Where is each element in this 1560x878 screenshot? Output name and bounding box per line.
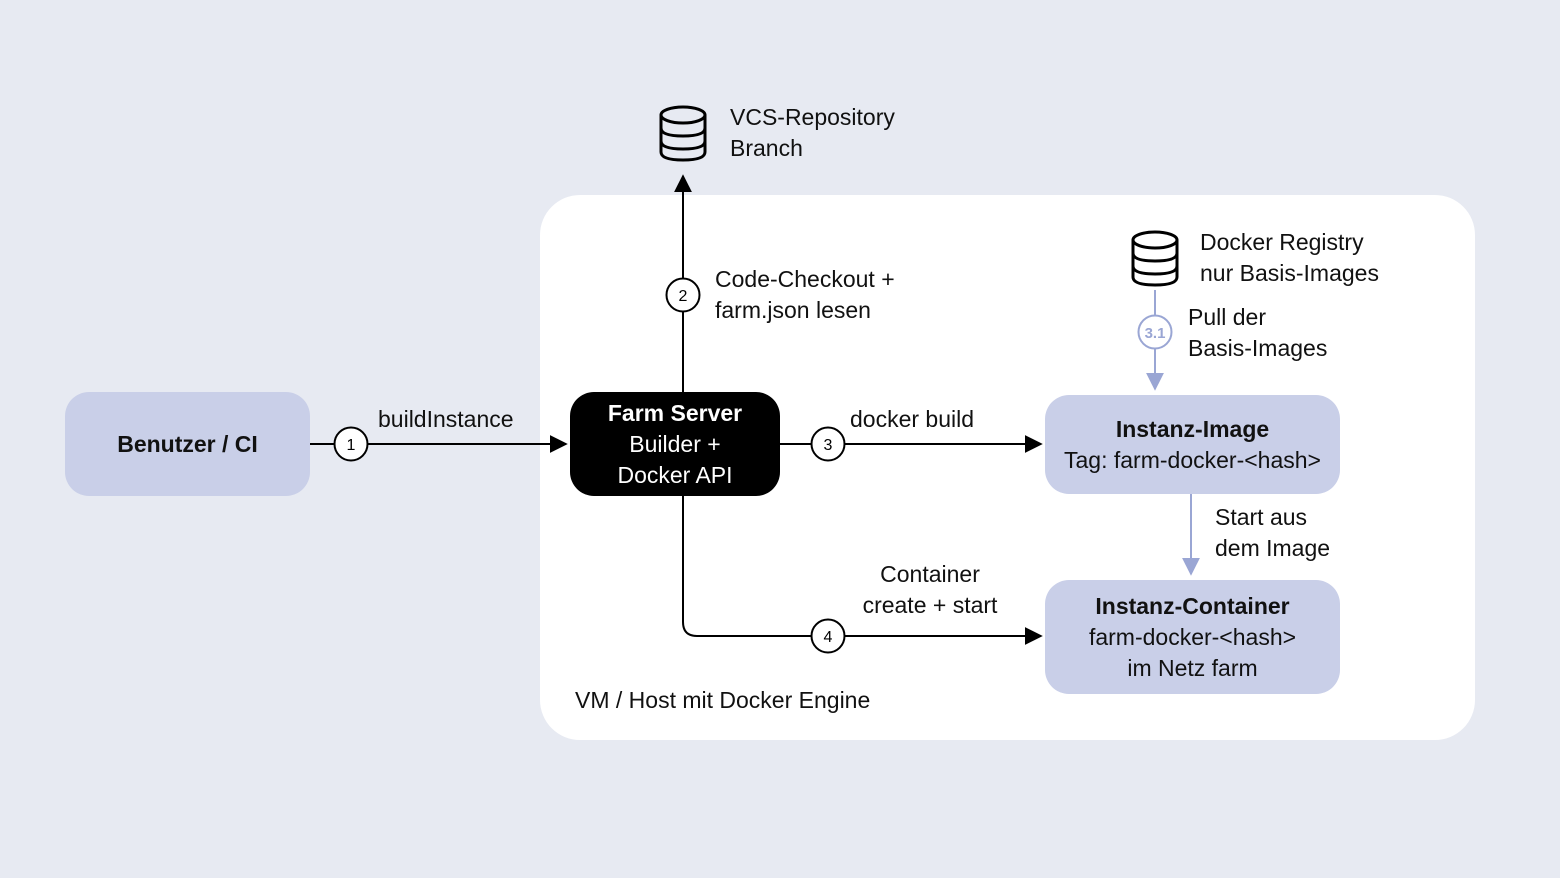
step-badge-1-label: 1 — [347, 437, 356, 454]
edge-3-label: docker build — [850, 406, 975, 432]
node-farm-server-title: Farm Server — [607, 399, 743, 426]
step-badge-4-label: 4 — [824, 629, 833, 646]
node-user-ci-title: Benutzer / CI — [117, 430, 258, 457]
step-badge-2-label: 2 — [679, 288, 688, 305]
vcs-label: VCS-Repository Branch — [730, 102, 895, 164]
node-instance-container-title: Instanz-Container — [1095, 592, 1290, 619]
step-badge-1: 1 — [333, 426, 369, 462]
step-badge-4: 4 — [810, 618, 846, 654]
node-farm-server-line3: Docker API — [617, 461, 733, 488]
edge-3-1-label: Pull der Basis-Images — [1188, 302, 1327, 364]
vcs-database-icon — [659, 105, 707, 162]
node-instance-image-tag: Tag: farm-docker-<hash> — [1064, 446, 1321, 473]
vcs-label-line2: Branch — [730, 135, 803, 161]
node-instance-container-network: im Netz farm — [1127, 654, 1258, 681]
node-instance-container-name: farm-docker-<hash> — [1088, 623, 1297, 650]
edge-4-label-line1: Container — [880, 561, 980, 587]
edge-2-label: Code-Checkout + farm.json lesen — [715, 264, 895, 326]
node-instance-container: Instanz-Container farm-docker-<hash> im … — [1045, 580, 1340, 694]
registry-label-line1: Docker Registry — [1200, 229, 1364, 255]
node-instance-image: Instanz-Image Tag: farm-docker-<hash> — [1045, 395, 1340, 494]
edge-4-label-line2: create + start — [862, 592, 998, 618]
registry-database-icon — [1131, 230, 1179, 287]
node-user-ci: Benutzer / CI — [65, 392, 310, 496]
step-badge-3-1: 3.1 — [1137, 314, 1173, 350]
node-farm-server: Farm Server Builder + Docker API — [570, 392, 780, 496]
step-badge-3-1-label: 3.1 — [1145, 325, 1166, 342]
step-badge-3: 3 — [810, 426, 846, 462]
edge-1-label: buildInstance — [378, 406, 514, 432]
edge-3-1-label-line1: Pull der — [1188, 304, 1266, 330]
vm-host-label: VM / Host mit Docker Engine — [575, 687, 871, 713]
edge-3-1-label-line2: Basis-Images — [1188, 335, 1328, 361]
node-instance-image-title: Instanz-Image — [1115, 415, 1270, 442]
registry-label-line2: nur Basis-Images — [1200, 260, 1379, 286]
registry-label: Docker Registry nur Basis-Images — [1200, 227, 1379, 289]
edge-container-create — [682, 496, 1043, 645]
vcs-label-line1: VCS-Repository — [730, 104, 895, 130]
step-badge-3-label: 3 — [824, 437, 833, 454]
edge-start-label: Start aus dem Image — [1215, 502, 1330, 564]
edge-4-label: Container create + start — [850, 559, 1010, 621]
edge-2-label-line1: Code-Checkout + — [715, 266, 895, 292]
node-farm-server-line2: Builder + — [629, 430, 721, 457]
edge-2-label-line2: farm.json lesen — [715, 297, 871, 323]
step-badge-2: 2 — [665, 277, 701, 313]
edge-start-label-line2: dem Image — [1215, 535, 1331, 561]
edge-start-label-line1: Start aus — [1215, 504, 1308, 530]
